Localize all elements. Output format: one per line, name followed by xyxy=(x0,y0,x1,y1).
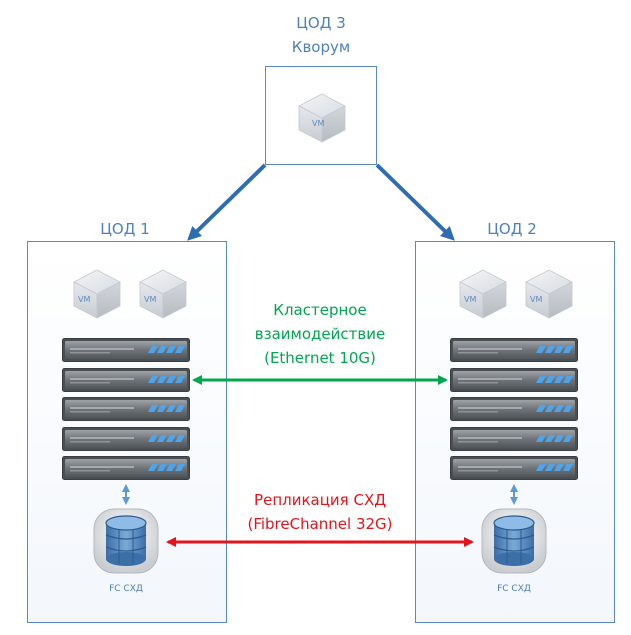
dc2-server-2 xyxy=(450,368,578,392)
dc1-vm-icon-1: VM xyxy=(73,269,121,319)
dc1-server-5 xyxy=(62,456,190,480)
quorum-vm-icon: VM xyxy=(298,93,346,143)
dc2-storage-label: FC СХД xyxy=(497,584,531,594)
quorum-title: ЦОД 3 xyxy=(296,14,346,32)
cluster-link-label: Кластерное взаимодействие (Ethernet 10G) xyxy=(230,298,410,370)
replication-link-label-line2: (FibreChannel 32G) xyxy=(247,515,393,533)
quorum-to-dc2-arrow xyxy=(375,163,455,241)
dc1-storage-label: FC СХД xyxy=(109,584,143,594)
dc2-server-4 xyxy=(450,427,578,451)
cluster-link-label-line2: взаимодействие xyxy=(254,325,386,343)
svg-text:VM: VM xyxy=(78,295,90,304)
dc2-server-5 xyxy=(450,456,578,480)
dc1-server-3 xyxy=(62,397,190,421)
dc1-vm-icon-2: VM xyxy=(139,269,187,319)
dc2-storage-icon xyxy=(481,508,547,574)
dc2-vm-icon-2: VM xyxy=(525,269,573,319)
replication-link-label: Репликация СХД (FibreChannel 32G) xyxy=(225,488,415,536)
quorum-to-dc1-arrow xyxy=(187,163,267,241)
dc2-vm-icon-1: VM xyxy=(459,269,507,319)
svg-text:VM: VM xyxy=(530,295,542,304)
cluster-link-label-line1: Кластерное xyxy=(273,301,367,319)
dc1-server-2 xyxy=(62,368,190,392)
dc1-server-1 xyxy=(62,338,190,362)
dc1-title: ЦОД 1 xyxy=(100,220,150,238)
replication-link-label-line1: Репликация СХД xyxy=(254,491,386,509)
dc1-server-4 xyxy=(62,427,190,451)
dc2-server-1 xyxy=(450,338,578,362)
dc2-server-3 xyxy=(450,397,578,421)
svg-text:VM: VM xyxy=(312,119,324,128)
svg-text:VM: VM xyxy=(464,295,476,304)
dc2-title: ЦОД 2 xyxy=(487,220,537,238)
dc1-storage-icon xyxy=(93,508,159,574)
cluster-link-label-line3: (Ethernet 10G) xyxy=(264,349,376,367)
quorum-subtitle: Кворум xyxy=(291,38,351,56)
svg-text:VM: VM xyxy=(144,295,156,304)
